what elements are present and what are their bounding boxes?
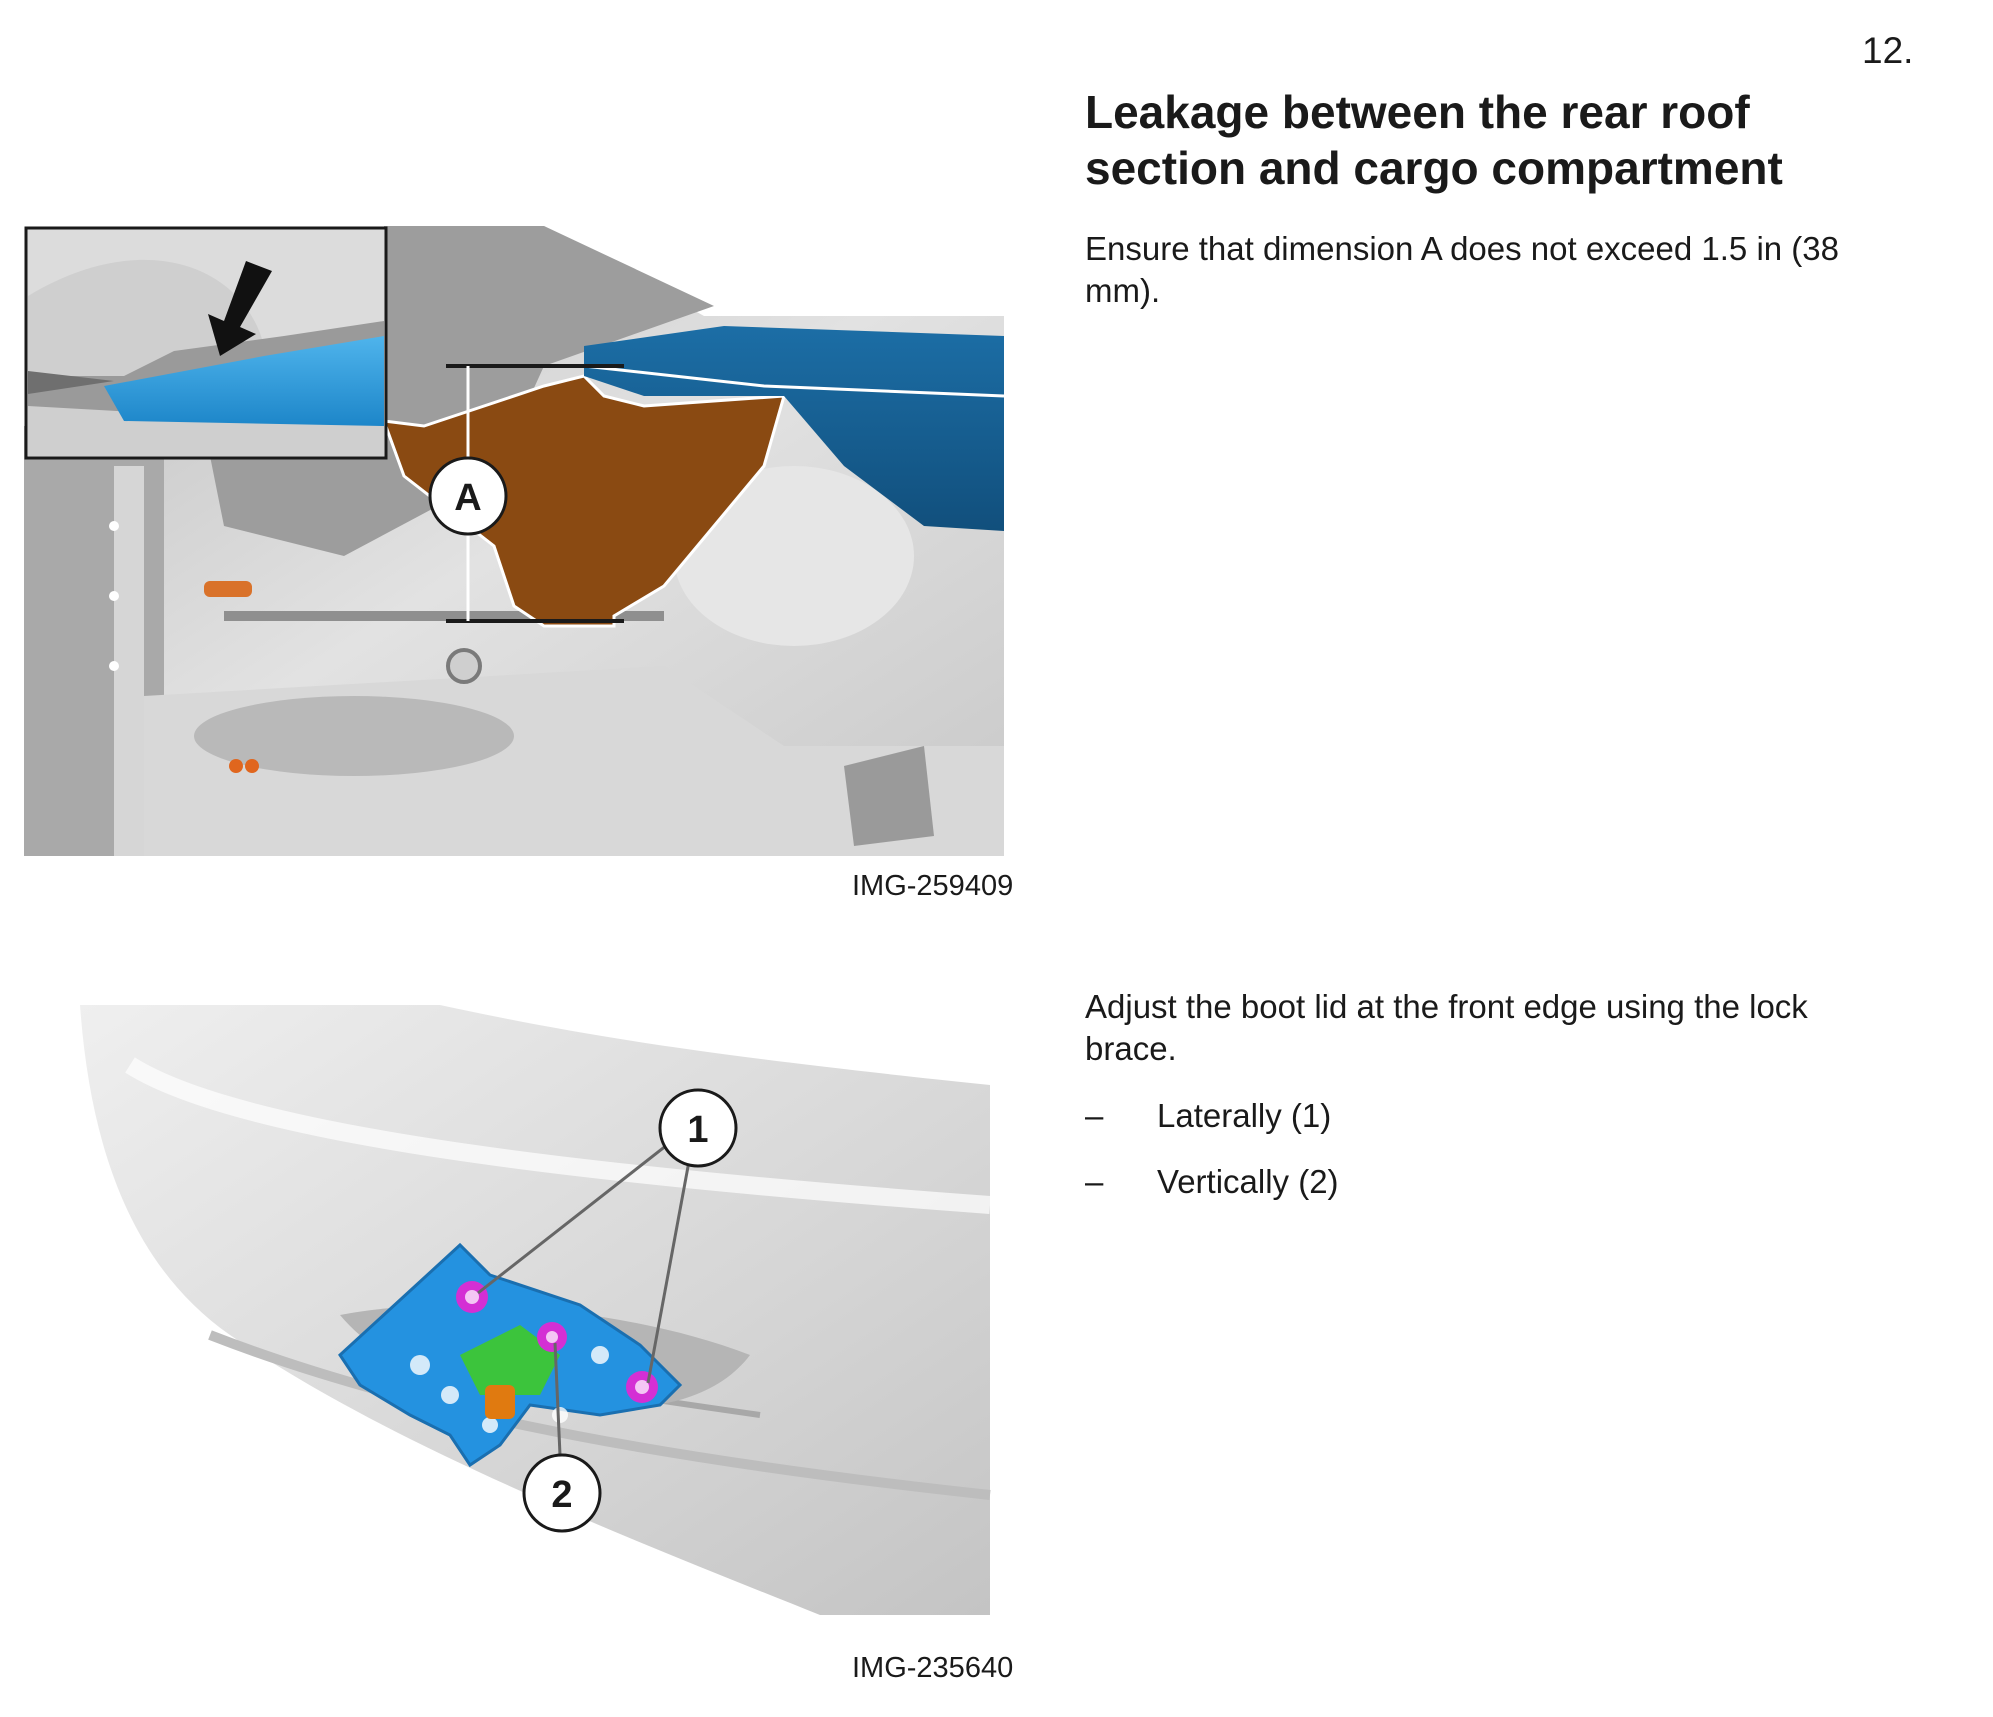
section-title: Leakage between the rear roof section an… bbox=[1085, 86, 1783, 194]
callout-2 bbox=[522, 1453, 602, 1533]
instruction-dimension-a: Ensure that dimension A does not exceed … bbox=[1085, 230, 1840, 309]
step-laterally: Laterally (1) bbox=[1157, 1097, 1332, 1134]
instruction-adjust-boot-lid: Adjust the boot lid at the front edge us… bbox=[1085, 988, 1808, 1067]
striker-part bbox=[485, 1385, 515, 1419]
figure-caption: IMG-235640 bbox=[852, 1652, 1014, 1684]
arrow-down-icon bbox=[208, 261, 272, 356]
inset-seal bbox=[104, 336, 384, 426]
step-vertically: Vertically (2) bbox=[1157, 1163, 1339, 1200]
rear-roof-illustration: A bbox=[24, 226, 1004, 856]
list-bullet: – bbox=[1085, 1163, 1104, 1200]
callout-2-label: 2 bbox=[551, 1474, 572, 1516]
callout-a-label: A bbox=[454, 477, 481, 519]
roof-panel bbox=[204, 226, 714, 556]
callout-1-label: 1 bbox=[687, 1109, 708, 1151]
list-bullet: – bbox=[1085, 1097, 1104, 1134]
figure-lock-brace: 1 2 bbox=[60, 975, 1020, 1615]
brown-brace bbox=[381, 374, 787, 628]
figure-caption: IMG-259409 bbox=[852, 870, 1014, 902]
page-number: 12. bbox=[1862, 30, 1914, 71]
orange-clip bbox=[204, 581, 252, 597]
lock-brace-illustration: 1 2 bbox=[60, 975, 1020, 1615]
latch-part bbox=[460, 1325, 560, 1395]
figure-rear-roof-dimension: A bbox=[24, 226, 1004, 856]
callout-1 bbox=[658, 1088, 738, 1168]
callout-a bbox=[428, 456, 508, 536]
